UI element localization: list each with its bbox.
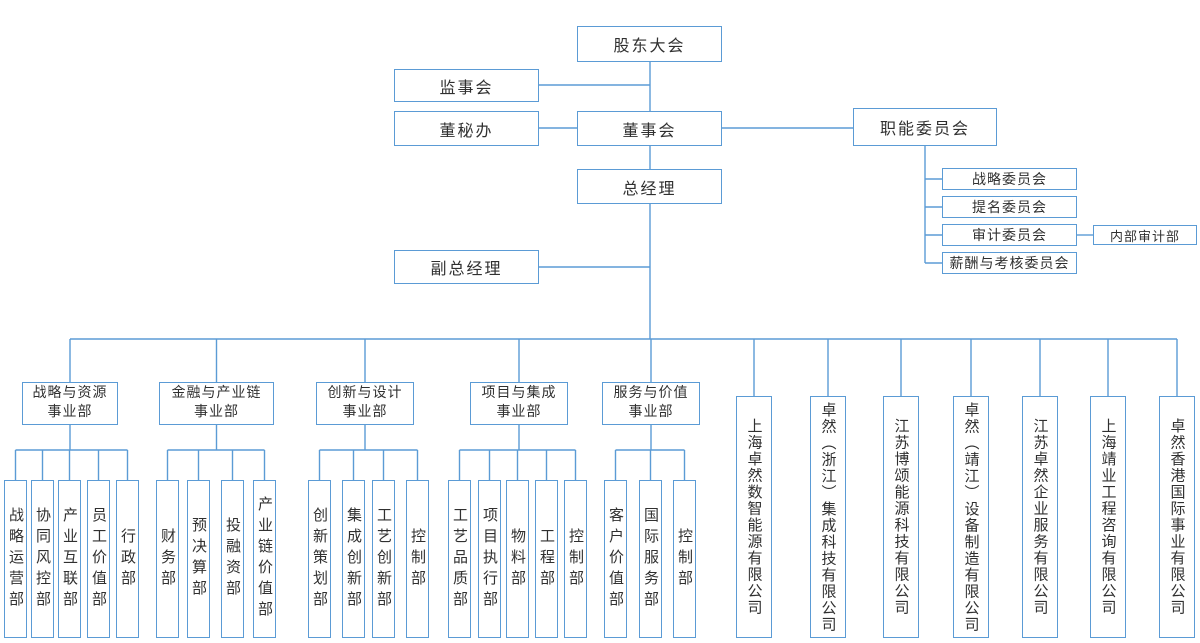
department-label: 控制部 xyxy=(409,527,425,591)
department-label: 物料部 xyxy=(509,527,525,591)
node-department: 产业链价值部 xyxy=(253,480,276,638)
company-label: 卓然（靖江）设备制造有限公司 xyxy=(962,401,979,633)
node-board-secretary-office: 董秘办 xyxy=(394,111,539,146)
company-label: 卓然（浙江）集成科技有限公司 xyxy=(819,401,836,633)
node-committee-compensation: 薪酬与考核委员会 xyxy=(942,252,1077,274)
node-department: 员工价值部 xyxy=(87,480,110,638)
department-label: 预决算部 xyxy=(190,517,206,601)
company-label: 卓然香港国际事业有限公司 xyxy=(1168,418,1185,616)
department-label: 工艺品质部 xyxy=(451,506,467,612)
node-department: 控制部 xyxy=(406,480,429,638)
node-department: 预决算部 xyxy=(187,480,210,638)
node-company: 卓然香港国际事业有限公司 xyxy=(1159,396,1195,638)
node-department: 工程部 xyxy=(535,480,558,638)
company-label: 江苏博颂能源科技有限公司 xyxy=(892,418,909,616)
node-committee-strategy: 战略委员会 xyxy=(942,168,1077,190)
node-internal-audit-dept: 内部审计部 xyxy=(1093,225,1197,245)
department-label: 控制部 xyxy=(567,527,583,591)
node-division-service-value: 服务与价值 事业部 xyxy=(602,382,700,425)
node-department: 创新策划部 xyxy=(308,480,331,638)
node-committee-nomination: 提名委员会 xyxy=(942,196,1077,218)
department-label: 集成创新部 xyxy=(345,506,361,612)
node-company: 江苏博颂能源科技有限公司 xyxy=(883,396,919,638)
node-department: 工艺创新部 xyxy=(372,480,395,638)
node-department: 战略运营部 xyxy=(4,480,27,638)
node-department: 行政部 xyxy=(116,480,139,638)
node-department: 控制部 xyxy=(564,480,587,638)
node-department: 投融资部 xyxy=(221,480,244,638)
node-general-manager: 总经理 xyxy=(577,169,722,204)
node-department: 客户价值部 xyxy=(604,480,627,638)
node-functional-committees: 职能委员会 xyxy=(853,108,997,146)
department-label: 产业互联部 xyxy=(61,506,77,612)
node-company: 卓然（浙江）集成科技有限公司 xyxy=(810,396,846,638)
node-department: 集成创新部 xyxy=(342,480,365,638)
node-division-strategy-resources: 战略与资源 事业部 xyxy=(22,382,118,425)
node-company: 上海靖业工程咨询有限公司 xyxy=(1090,396,1126,638)
department-label: 投融资部 xyxy=(224,517,240,601)
department-label: 协同风控部 xyxy=(34,506,50,612)
department-label: 战略运营部 xyxy=(7,506,23,612)
node-division-finance-industry-chain: 金融与产业链 事业部 xyxy=(159,382,274,425)
node-company: 江苏卓然企业服务有限公司 xyxy=(1022,396,1058,638)
department-label: 国际服务部 xyxy=(642,506,658,612)
node-committee-audit: 审计委员会 xyxy=(942,224,1077,246)
node-department: 控制部 xyxy=(673,480,696,638)
department-label: 控制部 xyxy=(676,527,692,591)
node-supervisory-board: 监事会 xyxy=(394,69,539,102)
department-label: 行政部 xyxy=(119,527,135,591)
company-label: 上海靖业工程咨询有限公司 xyxy=(1099,418,1116,616)
node-division-innovation-design: 创新与设计 事业部 xyxy=(316,382,414,425)
node-division-project-integration: 项目与集成 事业部 xyxy=(470,382,568,425)
department-label: 客户价值部 xyxy=(607,506,623,612)
department-label: 财务部 xyxy=(159,527,175,591)
node-department: 物料部 xyxy=(506,480,529,638)
node-department: 国际服务部 xyxy=(639,480,662,638)
department-label: 项目执行部 xyxy=(481,506,497,612)
department-label: 工程部 xyxy=(538,527,554,591)
node-department: 工艺品质部 xyxy=(448,480,471,638)
node-board-of-directors: 董事会 xyxy=(577,111,722,146)
node-department: 财务部 xyxy=(156,480,179,638)
node-department: 产业互联部 xyxy=(58,480,81,638)
node-department: 项目执行部 xyxy=(478,480,501,638)
node-shareholders-meeting: 股东大会 xyxy=(577,26,722,62)
department-label: 创新策划部 xyxy=(311,506,327,612)
node-deputy-general-manager: 副总经理 xyxy=(394,250,539,284)
department-label: 员工价值部 xyxy=(90,506,106,612)
node-department: 协同风控部 xyxy=(31,480,54,638)
company-label: 上海卓然数智能源有限公司 xyxy=(745,418,762,616)
department-label: 产业链价值部 xyxy=(256,496,272,622)
department-label: 工艺创新部 xyxy=(375,506,391,612)
node-company: 卓然（靖江）设备制造有限公司 xyxy=(953,396,989,638)
company-label: 江苏卓然企业服务有限公司 xyxy=(1031,418,1048,616)
node-company: 上海卓然数智能源有限公司 xyxy=(736,396,772,638)
